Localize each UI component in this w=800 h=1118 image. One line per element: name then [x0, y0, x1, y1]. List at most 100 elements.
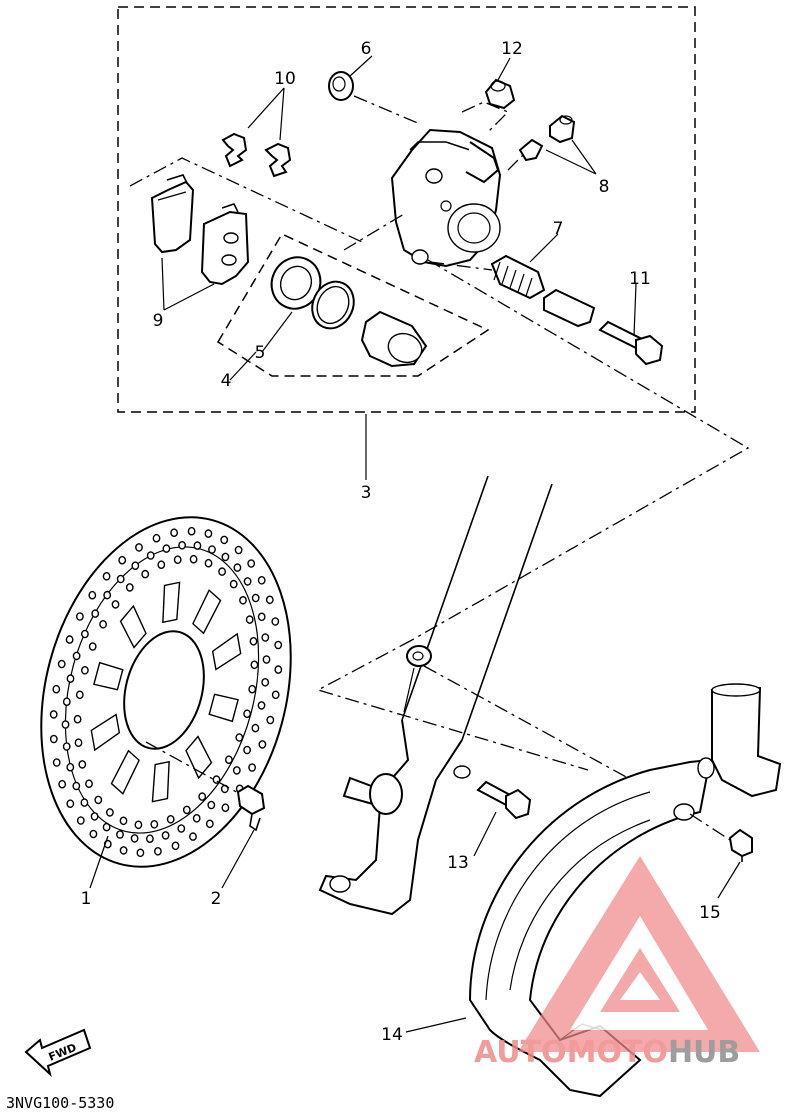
disc-hole: [62, 742, 71, 751]
disc-hole: [189, 832, 197, 841]
callout-9: 9: [153, 311, 164, 331]
disc-slot: [192, 589, 222, 635]
disc-hole: [224, 755, 233, 765]
disc-hole: [76, 612, 84, 621]
disc-hole: [232, 766, 241, 775]
disc-slot: [211, 632, 242, 671]
disc-hole: [265, 595, 274, 605]
disc-hole: [118, 555, 127, 565]
disc-hole: [189, 554, 198, 564]
disc-hole: [257, 701, 266, 710]
disc-hole: [134, 820, 143, 830]
disc-hole: [205, 819, 214, 829]
callout-7: 7: [553, 219, 564, 239]
disc-hole: [248, 763, 257, 772]
disc-hole: [243, 709, 252, 719]
disc-hole: [91, 609, 100, 618]
diagram-code: 3NVG100-5330: [6, 1094, 114, 1112]
guard-small-bolt: [728, 828, 753, 862]
disc-hole: [187, 526, 196, 536]
disc-hole: [204, 558, 213, 568]
disc-hole: [57, 659, 66, 669]
disc-hole: [66, 674, 75, 683]
disc-slot: [151, 760, 170, 803]
disc-hole: [243, 745, 252, 755]
disc-hole: [271, 690, 280, 700]
disc-hole: [106, 808, 114, 817]
callout-11: 11: [629, 269, 651, 289]
watermark: AUTOMOTOHUB: [474, 856, 760, 1070]
disc-hole: [261, 633, 270, 642]
disc-hole: [152, 533, 161, 543]
disc-hole: [170, 528, 179, 538]
disc-hole: [208, 545, 216, 554]
brake-pads: [150, 174, 250, 286]
disc-hole: [65, 635, 74, 644]
disc-hole: [166, 815, 175, 824]
disc-hole: [178, 541, 187, 550]
disc-hole: [74, 738, 83, 748]
callout-5: 5: [255, 343, 266, 363]
disc-hole: [49, 734, 58, 744]
disc-hole: [274, 665, 283, 674]
seal-kit-box: [216, 233, 490, 377]
disc-hole: [81, 666, 89, 675]
callout-8: 8: [599, 177, 610, 197]
disc-hole: [131, 561, 140, 571]
callout-3: 3: [361, 483, 372, 503]
disc-hole: [204, 529, 213, 538]
disc-hole: [249, 637, 258, 646]
disc-hole: [233, 563, 242, 572]
disc-hole: [75, 690, 84, 700]
disc-hole: [146, 551, 155, 560]
disc-hole: [80, 798, 89, 807]
disc-hole: [99, 620, 108, 629]
disc-hole: [250, 660, 259, 670]
disc-hole: [274, 640, 283, 650]
disc-hole: [271, 617, 280, 626]
disc-hole: [66, 762, 75, 772]
callout-14: 14: [381, 1025, 403, 1045]
disc-hole: [182, 805, 191, 815]
disc-hole: [102, 822, 111, 832]
callout-10: 10: [274, 69, 296, 89]
disc-hole: [245, 615, 254, 624]
disc-hole: [145, 834, 154, 844]
disc-slot: [93, 661, 124, 691]
disc-hole: [229, 579, 238, 589]
disc-hole: [248, 684, 257, 694]
disc-hole: [85, 779, 93, 789]
watermark-accent: AUTOMOTO: [474, 1035, 668, 1070]
disc-hole: [247, 559, 256, 568]
disc-slot: [119, 604, 147, 649]
disc-hole: [52, 758, 61, 767]
disc-hole: [116, 574, 125, 584]
disc-hole: [150, 820, 159, 829]
slide-boot: [490, 254, 546, 300]
disc-guard: [468, 683, 782, 1098]
disc-bolt: [236, 784, 266, 832]
disc-hole: [251, 723, 260, 733]
disc-hole: [221, 552, 230, 562]
disc-hole: [171, 841, 180, 851]
disc-hole: [136, 848, 145, 858]
callout-1: 1: [81, 889, 92, 909]
disc-hole: [141, 569, 150, 579]
disc-hole: [135, 543, 143, 552]
disc-hole: [78, 760, 87, 769]
caliper-bolt: [598, 320, 664, 366]
caliper-body: [390, 128, 502, 268]
disc-hole: [258, 740, 267, 749]
disc-hole: [193, 541, 202, 550]
disc-hole: [73, 714, 82, 724]
callout-12: 12: [501, 39, 523, 59]
disc-slot: [110, 749, 140, 795]
disc-hole: [61, 720, 70, 729]
disc-hole: [72, 651, 81, 661]
disc-hole: [52, 684, 61, 694]
disc-hole: [125, 583, 134, 592]
piston-seals: [270, 256, 355, 330]
disc-slot: [185, 735, 213, 780]
